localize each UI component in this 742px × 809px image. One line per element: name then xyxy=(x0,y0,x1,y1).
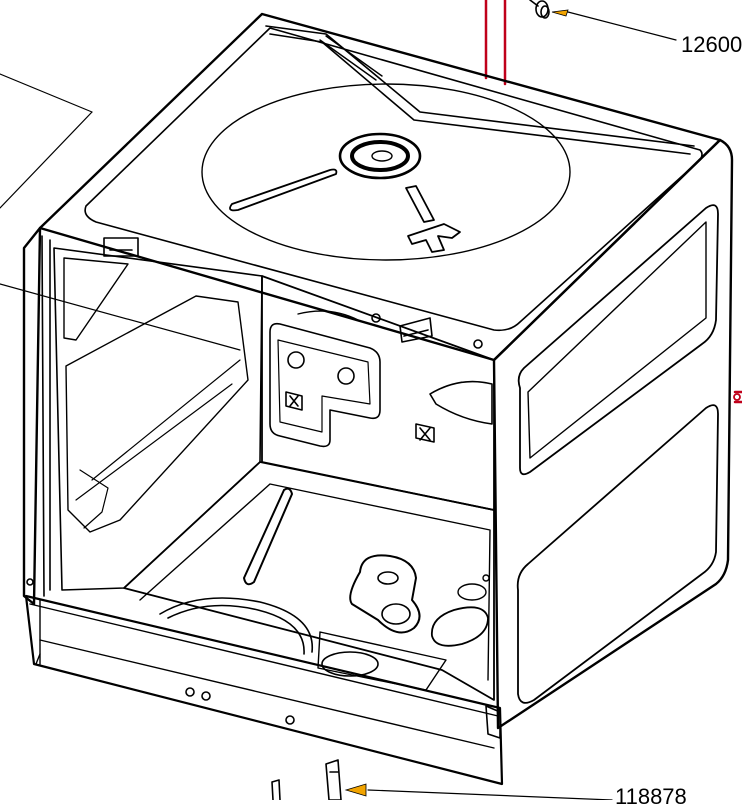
tub-floor xyxy=(123,461,495,701)
center-hub-outer xyxy=(338,132,422,180)
left-side-wall xyxy=(22,226,42,606)
center-hub-inner xyxy=(350,140,410,172)
spray-arm-left xyxy=(229,168,338,212)
inner-left-wall xyxy=(53,247,263,591)
floor-oval xyxy=(431,606,489,647)
screw-part-top xyxy=(529,0,550,19)
back-right-bulge xyxy=(429,380,493,425)
back-square-right xyxy=(415,423,435,443)
back-wall-panel xyxy=(269,322,381,448)
drain-ring xyxy=(159,597,313,655)
sump-plate xyxy=(349,554,421,634)
top-panel-outer xyxy=(38,12,722,362)
callout-leader-top xyxy=(567,11,677,41)
back-wall xyxy=(261,275,495,511)
spray-plate xyxy=(201,83,571,261)
callout-leader-bottom xyxy=(367,789,613,800)
leader-lines-left xyxy=(0,73,241,351)
callout-arrow-top xyxy=(551,9,569,17)
clip-part-bottom xyxy=(271,759,342,800)
right-window-upper xyxy=(517,204,719,476)
right-window-lower xyxy=(516,404,719,704)
red-pipe-lines xyxy=(484,0,742,404)
bracket-right xyxy=(399,317,433,343)
top-rail xyxy=(265,25,695,155)
bracket-left xyxy=(103,237,139,257)
callout-arrow-bottom xyxy=(344,783,367,797)
part-number-label-top: 12600 xyxy=(681,32,742,57)
front-bottom-lip xyxy=(24,594,504,786)
spray-arm-right xyxy=(405,185,435,223)
part-number-label-bottom: 118878 xyxy=(615,784,687,809)
back-square-left xyxy=(285,391,303,411)
top-panel-inner xyxy=(84,27,703,332)
right-side-wall xyxy=(492,138,734,730)
floor-slot xyxy=(243,487,293,586)
